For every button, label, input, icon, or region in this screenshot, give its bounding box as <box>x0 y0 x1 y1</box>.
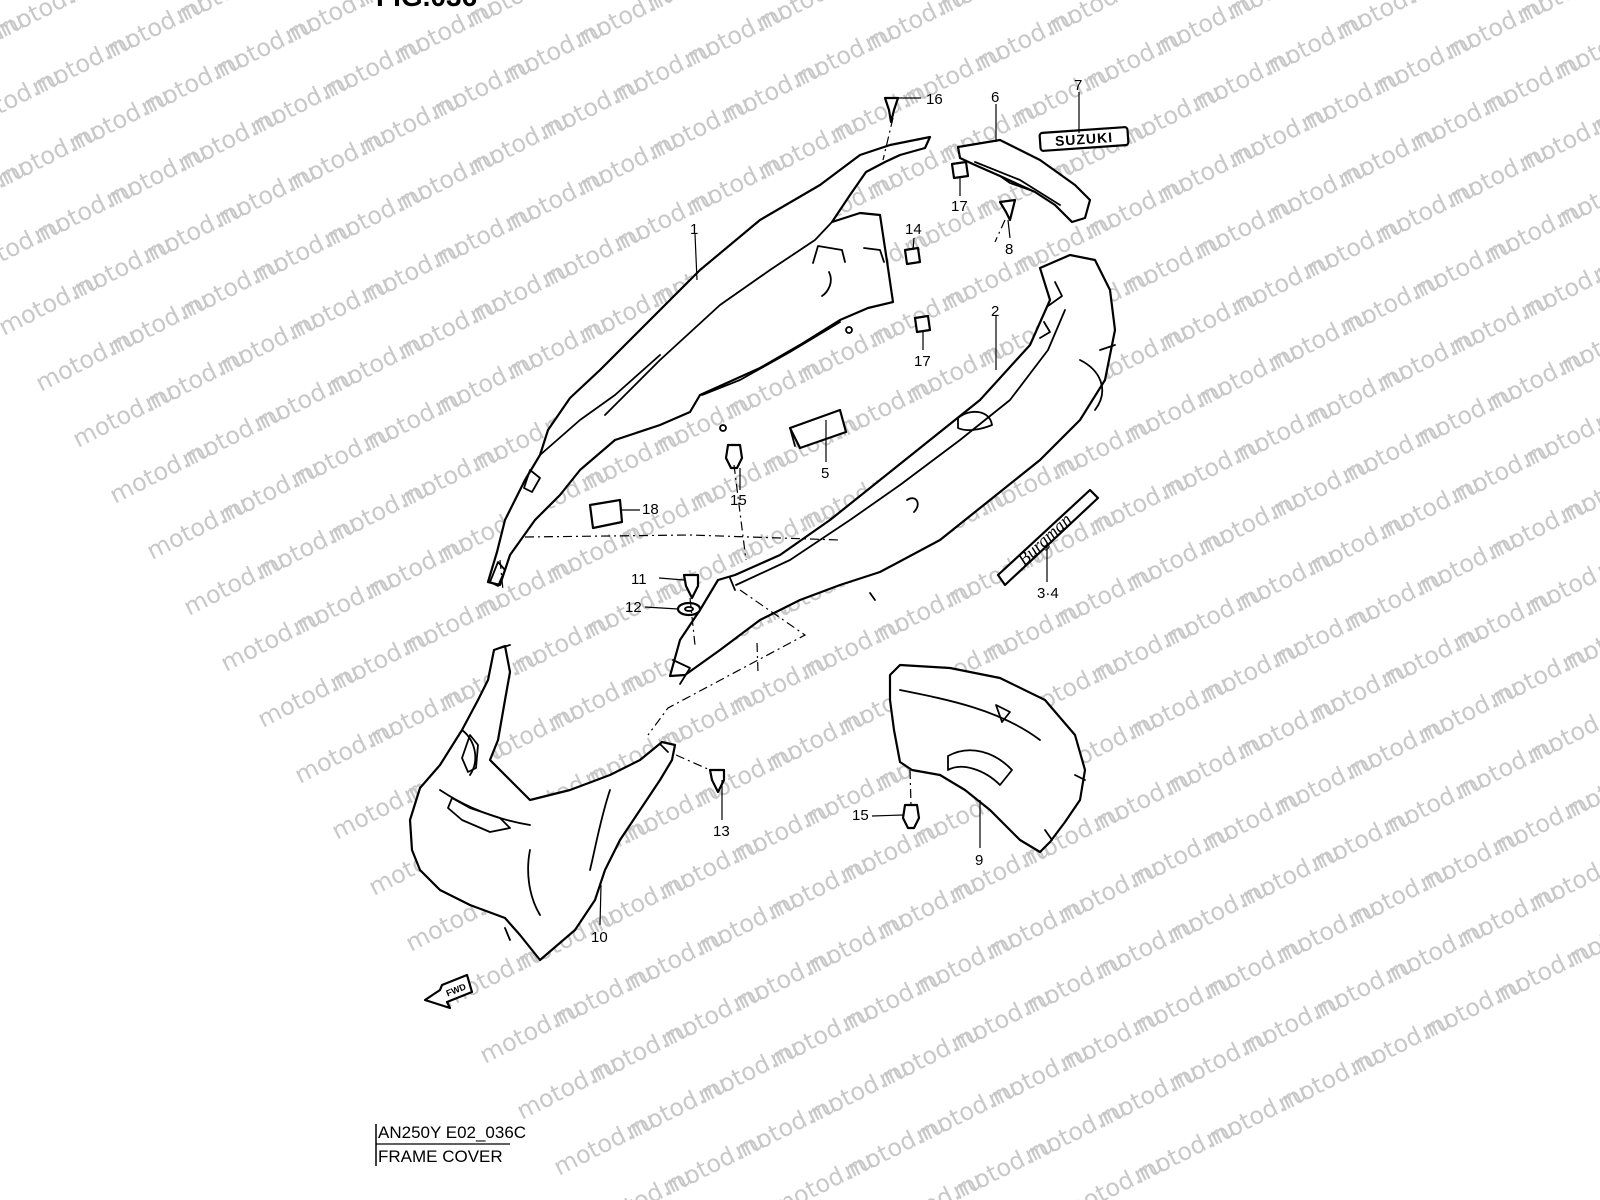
callout-7: 7 <box>1074 77 1082 94</box>
part-12-washer <box>676 601 702 617</box>
part-18-pad <box>588 498 624 530</box>
part-17-nut-upper <box>950 160 970 180</box>
part-17-nut-lower <box>913 314 932 334</box>
watermark-text: motod.ru <box>751 0 862 37</box>
callout-15-lower: 15 <box>852 807 869 824</box>
callout-5: 5 <box>821 465 829 482</box>
watermark-text: motod.ru <box>1559 750 1600 825</box>
leader-lines <box>599 92 1080 926</box>
watermark-text: motod.ru <box>1331 0 1442 45</box>
fwd-arrow-icon: FWD <box>423 973 474 1010</box>
callout-13: 13 <box>713 823 730 840</box>
part-9-lower-rear-tray <box>888 663 1087 854</box>
callout-12: 12 <box>625 599 642 616</box>
watermark-text: motod.ru <box>0 0 101 45</box>
watermark-text: motod.ru <box>1514 102 1600 177</box>
callout-14: 14 <box>905 221 922 238</box>
suzuki-emblem-text: SUZUKI <box>1054 129 1113 149</box>
watermark-text: motod.ru <box>1520 546 1600 621</box>
part-7-suzuki-emblem: SUZUKI <box>1038 126 1130 152</box>
watermark-text: motod.ru <box>1113 0 1224 5</box>
part-15-clip-lower <box>901 803 921 830</box>
caption-title: FRAME COVER <box>378 1147 503 1166</box>
part-15-clip-upper <box>724 443 744 470</box>
caption-block: AN250Y E02_036C FRAME COVER <box>375 1123 526 1166</box>
watermark-text: motod.ru <box>1403 0 1514 9</box>
part-13-bolt <box>708 768 726 794</box>
callout-16: 16 <box>926 91 943 108</box>
callout-labels: 1 2 3·4 5 6 7 8 9 10 11 12 13 14 15 15 1… <box>591 77 1082 946</box>
watermark-text: motod.ru <box>932 0 1043 21</box>
callout-1: 1 <box>690 221 698 238</box>
watermark-text: motod.ru <box>171 0 282 29</box>
watermark-text: motod.ru <box>1551 158 1600 233</box>
callout-11: 11 <box>631 571 647 588</box>
callout-10: 10 <box>591 929 608 946</box>
assembly-centerlines <box>499 117 1006 806</box>
watermark-text: motod.ru <box>461 0 572 33</box>
watermark-text: motod.ru <box>1553 306 1600 381</box>
watermark-text: motod.ru <box>62 0 173 9</box>
watermark-text: motod.ru <box>642 0 753 17</box>
callout-2: 2 <box>991 303 999 320</box>
callout-17-lower: 17 <box>914 353 931 370</box>
watermark-text: motod.ru <box>823 0 934 1</box>
callout-18: 18 <box>642 501 659 518</box>
part-11-bolt <box>682 573 700 600</box>
watermark-text: motod.ru <box>1516 250 1600 325</box>
callout-8: 8 <box>1005 241 1013 258</box>
part-16-clip <box>883 96 900 124</box>
part-1-left-frame-cover <box>486 135 932 587</box>
part-14-nut <box>903 246 922 266</box>
watermark-text: motod.ru <box>1518 398 1600 473</box>
callout-6: 6 <box>991 89 999 106</box>
caption-model-code: AN250Y E02_036C <box>378 1123 526 1142</box>
watermark-text: motod.ru <box>1222 0 1333 25</box>
part-5-pad <box>788 408 848 450</box>
part-8-clip <box>998 198 1017 222</box>
callout-15-upper: 15 <box>730 492 747 509</box>
watermark-text: motod.ru <box>1524 842 1600 917</box>
callout-17-upper: 17 <box>951 198 968 215</box>
part-6-rear-cover-piece <box>956 138 1092 224</box>
figure-title: FIG.036 <box>376 0 477 12</box>
watermark-text: motod.ru <box>1555 454 1600 529</box>
watermark-text: motod.ru <box>1512 0 1600 29</box>
callout-9: 9 <box>975 852 983 869</box>
part-10-front-lower-cover <box>408 644 677 962</box>
callout-3-4: 3·4 <box>1037 585 1059 602</box>
watermark-text: motod.ru <box>1549 10 1600 85</box>
watermark-text: motod.ru <box>1522 694 1600 769</box>
part-2-right-frame-cover <box>668 253 1117 685</box>
